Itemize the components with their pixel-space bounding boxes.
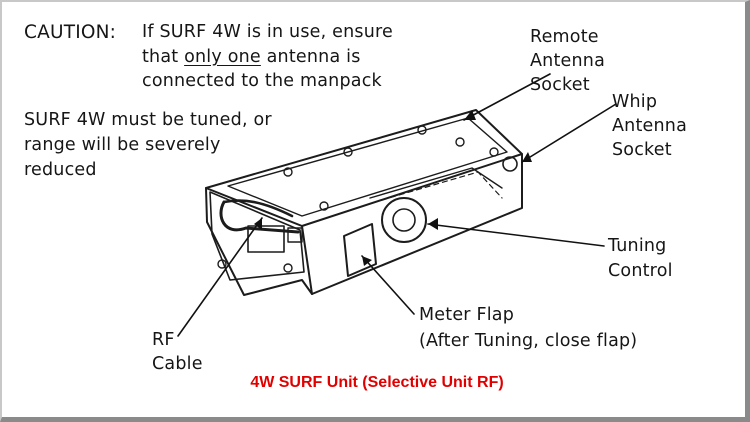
- meter-flap-label-1: Meter Flap: [419, 305, 515, 325]
- rf-cable-drawing: [219, 200, 300, 234]
- rf-cable-label-1: RF: [152, 330, 175, 350]
- tuning-control-label-2: Control: [608, 261, 673, 281]
- tuning-note-line-1: SURF 4W must be tuned, or: [24, 110, 272, 130]
- caution-emphasis: only one: [184, 47, 261, 67]
- remote-socket-label-1: Remote: [530, 27, 599, 47]
- rf-cable-label-2: Cable: [152, 354, 203, 374]
- remote-socket-arrow: [463, 73, 551, 121]
- surf-unit-illustration: [177, 73, 617, 337]
- meter-flap-label-2: (After Tuning, close flap): [419, 331, 638, 351]
- tuning-control-arrow: [427, 223, 605, 247]
- figure-caption: 4W SURF Unit (Selective Unit RF): [250, 374, 504, 391]
- caution-line-2-end: antenna is: [260, 47, 361, 67]
- meter-flap-arrow: [361, 255, 415, 315]
- cable-cavity: [209, 191, 305, 281]
- unit-top-edge: [205, 153, 523, 227]
- remote-socket-label-3: Socket: [530, 75, 590, 95]
- whip-socket-label-2: Antenna: [612, 116, 687, 136]
- whip-socket-arrow: [521, 103, 617, 163]
- rf-cable-arrow: [177, 217, 263, 337]
- remote-socket-label-2: Antenna: [530, 51, 605, 71]
- tuning-knob-drawing: [381, 197, 427, 243]
- meter-flap-drawing: [343, 223, 377, 277]
- whip-socket-label-3: Socket: [612, 140, 672, 160]
- tuning-note-line-3: reduced: [24, 160, 97, 180]
- caution-heading: CAUTION:: [24, 22, 117, 43]
- caution-line-2-start: that: [142, 47, 185, 67]
- tuning-control-label-1: Tuning: [608, 236, 667, 256]
- caution-line-3: connected to the manpack: [142, 71, 382, 91]
- caution-line-1: If SURF 4W is in use, ensure: [142, 22, 393, 42]
- tuning-note-line-2: range will be severely: [24, 135, 221, 155]
- caution-line-2: that only one antenna is: [142, 46, 361, 69]
- whip-socket-label-1: Whip: [612, 92, 658, 112]
